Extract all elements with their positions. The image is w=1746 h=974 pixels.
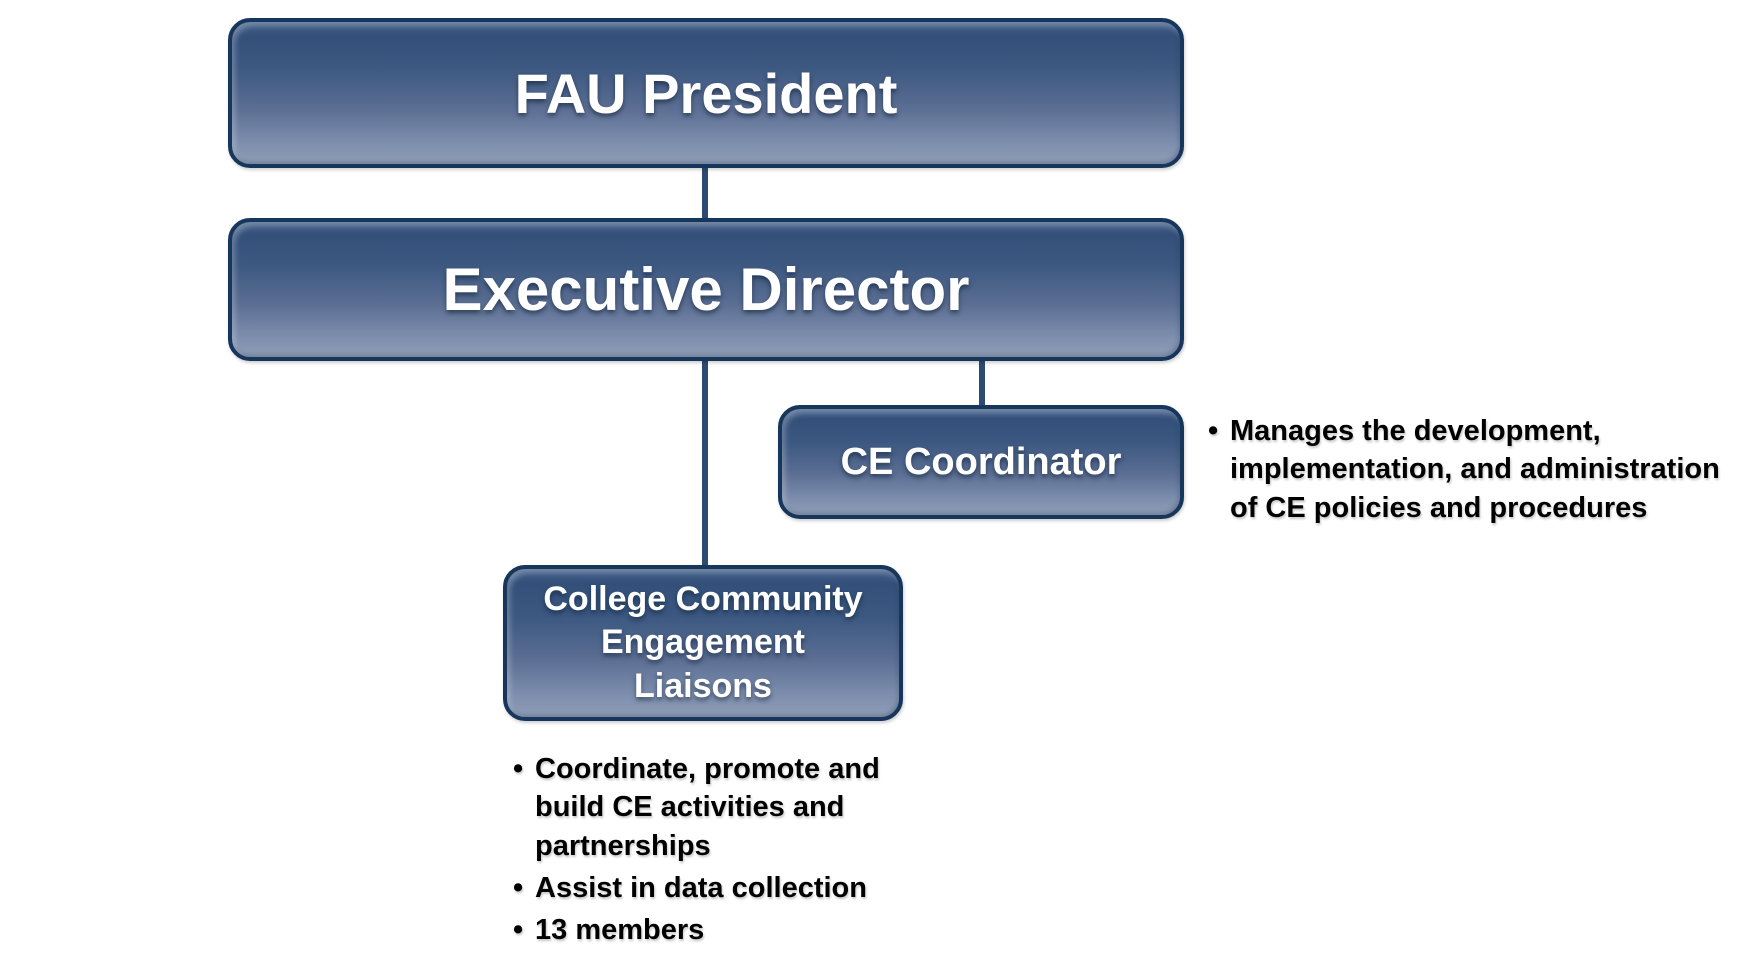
ce-coordinator-notes: • Manages the development, implementatio… [1208, 412, 1746, 531]
note-item: • Manages the development, implementatio… [1208, 412, 1746, 527]
note-item: • Assist in data collection [513, 869, 923, 907]
note-text: 13 members [535, 914, 705, 947]
connector-president-to-executive-director [702, 166, 708, 220]
connector-executive-director-to-college-liaisons [702, 359, 708, 567]
node-ce-coordinator: CE Coordinator [778, 405, 1184, 519]
note-item: • Coordinate, promote and build CE activ… [513, 750, 923, 865]
note-text: Manages the development, implementation,… [1230, 415, 1720, 524]
note-item: • 13 members [513, 911, 923, 949]
bullet-marker: • [513, 753, 524, 785]
college-liaisons-notes: • Coordinate, promote and build CE activ… [513, 750, 923, 953]
node-college-community-engagement-liaisons: College Community Engagement Liaisons [503, 565, 903, 721]
bullet-marker: • [1208, 415, 1219, 447]
bullet-marker: • [513, 871, 524, 904]
bullet-marker: • [513, 914, 524, 947]
node-executive-director: Executive Director [228, 218, 1184, 361]
note-text: Coordinate, promote and build CE activit… [535, 753, 880, 862]
connector-executive-director-to-ce-coordinator [979, 359, 985, 407]
note-text: Assist in data collection [535, 871, 867, 904]
node-fau-president: FAU President [228, 18, 1184, 168]
